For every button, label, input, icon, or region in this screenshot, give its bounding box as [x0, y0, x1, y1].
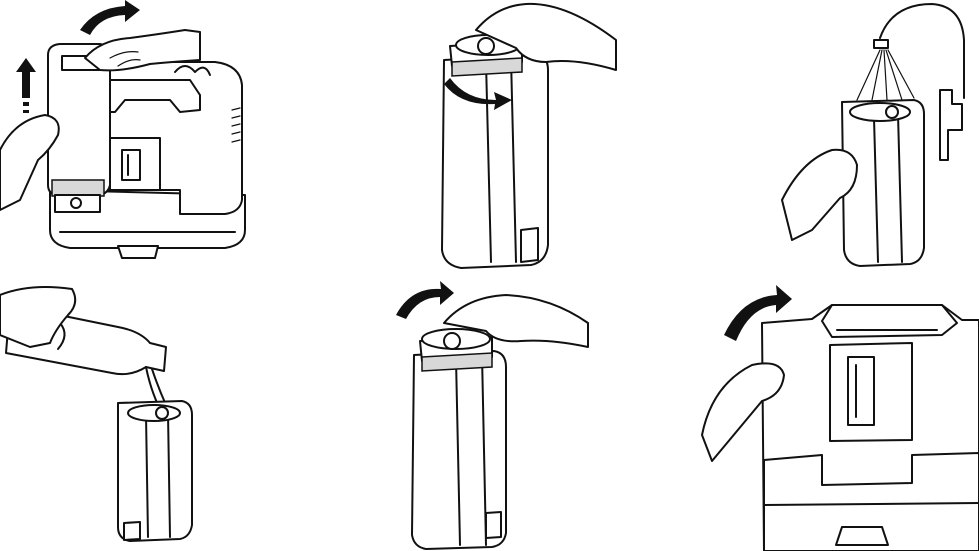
base-handle — [118, 246, 158, 258]
faucet-handle — [940, 90, 962, 160]
step-fill-water — [652, 0, 979, 275]
reinsert-tank-illustration — [652, 275, 979, 551]
base-handle — [836, 527, 888, 545]
faucet — [880, 4, 964, 98]
remove-tank-illustration — [0, 0, 326, 275]
fill-water-illustration — [652, 0, 979, 275]
unscrew-cap-illustration — [326, 0, 652, 275]
pour-formula-illustration — [0, 275, 326, 551]
curved-arrow-icon — [80, 0, 140, 35]
up-arrow-icon — [16, 58, 36, 98]
curved-arrow-icon — [396, 281, 454, 319]
step-unscrew-cap — [326, 0, 652, 275]
step-remove-tank — [0, 0, 326, 275]
step-reinsert-tank — [652, 275, 979, 551]
tank-body — [118, 401, 192, 541]
machine-handle — [822, 305, 957, 337]
step-pour-formula — [0, 275, 326, 551]
screw-cap-illustration — [326, 275, 652, 551]
step-screw-cap — [326, 275, 652, 551]
